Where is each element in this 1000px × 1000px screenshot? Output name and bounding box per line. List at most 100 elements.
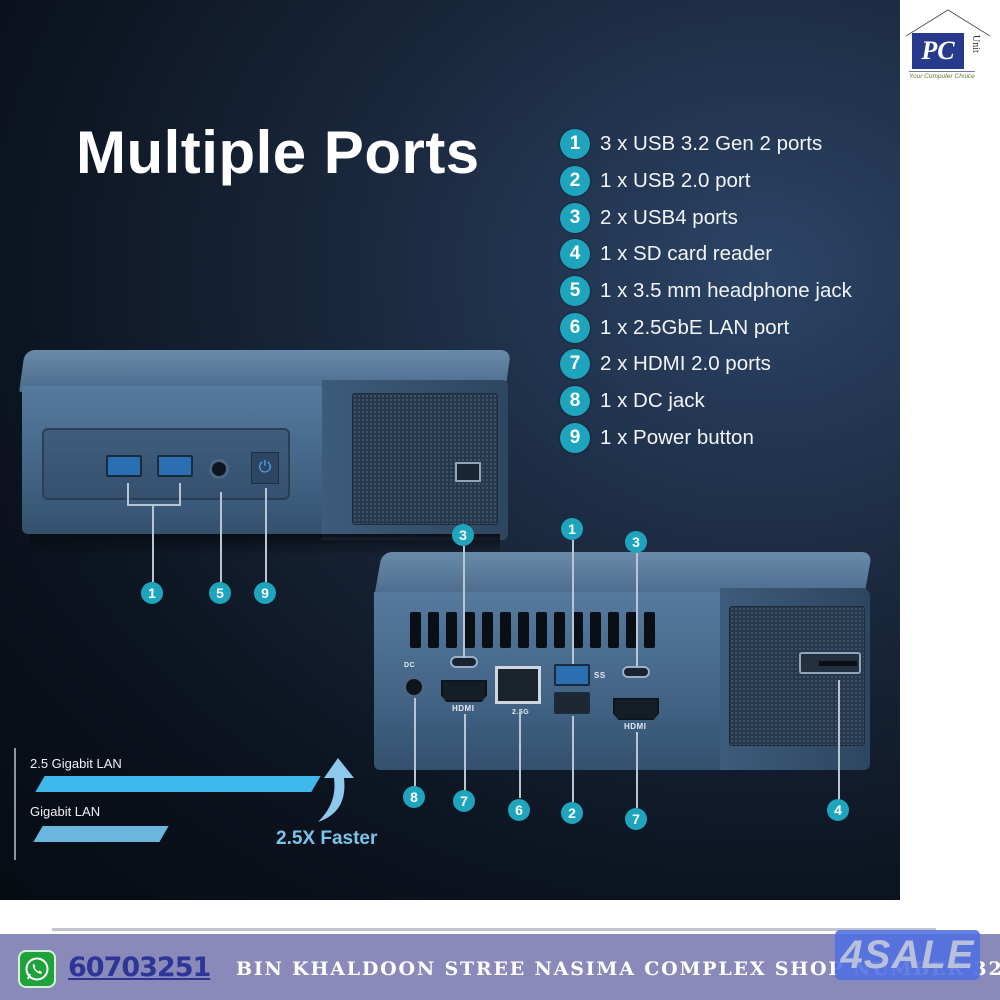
callout-badge: 3 <box>625 531 647 553</box>
phone-number-link[interactable]: 60703251 <box>68 952 211 983</box>
callout-badge: 7 <box>625 808 647 830</box>
spec-text: 2 x USB4 ports <box>600 205 738 229</box>
rear-vent <box>464 612 475 648</box>
store-address: BIN KHALDOON STREE NASIMA COMPLEX SHOP N… <box>236 958 1000 980</box>
rear-vent <box>446 612 457 648</box>
spec-item: 3 2 x USB4 ports <box>560 199 852 236</box>
leader-line <box>127 504 181 506</box>
number-badge: 7 <box>560 349 590 380</box>
callout-badge: 4 <box>827 799 849 821</box>
pc-unit-logo: PC Unit Your Computer Choice <box>900 5 995 85</box>
hdmi-port <box>441 680 487 702</box>
leader-line <box>636 552 638 666</box>
sd-card-slot <box>799 652 861 674</box>
spec-text: 1 x 2.5GbE LAN port <box>600 315 790 339</box>
rear-vent <box>518 612 529 648</box>
leader-line <box>152 504 154 582</box>
logo-tagline: Your Computer Choice <box>909 71 975 80</box>
leader-line <box>572 540 574 664</box>
spec-text: 1 x Power button <box>600 425 754 449</box>
banner-title: Multiple Ports <box>76 119 480 186</box>
contact-footer: 60703251 BIN KHALDOON STREE NASIMA COMPL… <box>0 934 1000 1000</box>
speedup-label: 2.5X Faster <box>276 828 378 849</box>
leader-line <box>179 483 181 505</box>
callout-badge: 8 <box>403 786 425 808</box>
callout-badge: 9 <box>254 582 276 604</box>
callout-badge: 7 <box>453 790 475 812</box>
rear-vent <box>590 612 601 648</box>
leader-line <box>636 732 638 808</box>
number-badge: 4 <box>560 239 590 270</box>
rear-vent <box>572 612 583 648</box>
leader-line <box>414 698 416 786</box>
usb-2-port <box>554 692 590 714</box>
spec-text: 1 x USB 2.0 port <box>600 169 751 193</box>
rear-vent <box>410 612 421 648</box>
leader-line <box>838 680 840 800</box>
spec-item: 6 1 x 2.5GbE LAN port <box>560 309 852 346</box>
spec-text: 2 x HDMI 2.0 ports <box>600 352 771 376</box>
phone-handset-icon <box>25 957 49 981</box>
slow-lan-bar <box>33 826 169 842</box>
4sale-watermark: 4SALE <box>835 930 980 980</box>
headphone-jack <box>209 459 229 479</box>
logo-text: PC <box>921 36 955 65</box>
spec-item: 7 2 x HDMI 2.0 ports <box>560 346 852 383</box>
number-badge: 2 <box>560 166 590 197</box>
watermark-text: 4SALE <box>840 932 975 977</box>
number-badge: 8 <box>560 386 590 417</box>
lan-port <box>495 666 541 704</box>
whatsapp-icon[interactable] <box>18 950 56 988</box>
rear-vent <box>626 612 637 648</box>
leader-line <box>220 492 222 582</box>
front-usb-a-port <box>106 455 142 477</box>
dc-label: DC <box>404 662 416 669</box>
usb3-label: SS <box>594 671 606 680</box>
number-badge: 6 <box>560 312 590 343</box>
rear-vent <box>644 612 655 648</box>
house-roof-icon <box>905 9 991 37</box>
fast-lan-bar <box>35 776 321 792</box>
leader-line <box>464 714 466 792</box>
number-badge: 3 <box>560 202 590 233</box>
leader-line <box>127 483 129 505</box>
kensington-lock-slot <box>455 462 481 482</box>
number-badge: 9 <box>560 422 590 453</box>
dc-jack <box>403 676 425 698</box>
spec-item: 4 1 x SD card reader <box>560 236 852 273</box>
logo-side-text: Unit <box>970 35 981 53</box>
callout-badge: 1 <box>561 518 583 540</box>
leader-line <box>265 488 267 582</box>
callout-badge: 5 <box>209 582 231 604</box>
callout-badge: 1 <box>141 582 163 604</box>
callout-badge: 6 <box>508 799 530 821</box>
fast-lan-label: 2.5 Gigabit LAN <box>30 756 122 771</box>
spec-item: 2 1 x USB 2.0 port <box>560 163 852 200</box>
hdmi-label: HDMI <box>624 722 647 731</box>
number-badge: 5 <box>560 276 590 307</box>
callout-badge: 2 <box>561 802 583 824</box>
usb4-port <box>622 666 650 678</box>
spec-text: 1 x SD card reader <box>600 242 773 266</box>
callout-badge: 3 <box>452 524 474 546</box>
side-vent-mesh <box>729 606 865 746</box>
spec-text: 3 x USB 3.2 Gen 2 ports <box>600 132 823 156</box>
front-usb-a-port <box>157 455 193 477</box>
divider <box>14 748 16 860</box>
spec-item: 9 1 x Power button <box>560 420 852 457</box>
rear-vent <box>428 612 439 648</box>
lan-speed-comparison: 2.5 Gigabit LAN Gigabit LAN <box>14 748 394 860</box>
hdmi-label: HDMI <box>452 704 475 713</box>
rear-vent <box>536 612 547 648</box>
rear-vent <box>500 612 511 648</box>
usb-3-2-port <box>554 664 590 686</box>
curved-arrow-up-icon <box>318 758 354 822</box>
side-vent-mesh <box>352 393 498 525</box>
power-button: ⏻ <box>251 452 279 484</box>
